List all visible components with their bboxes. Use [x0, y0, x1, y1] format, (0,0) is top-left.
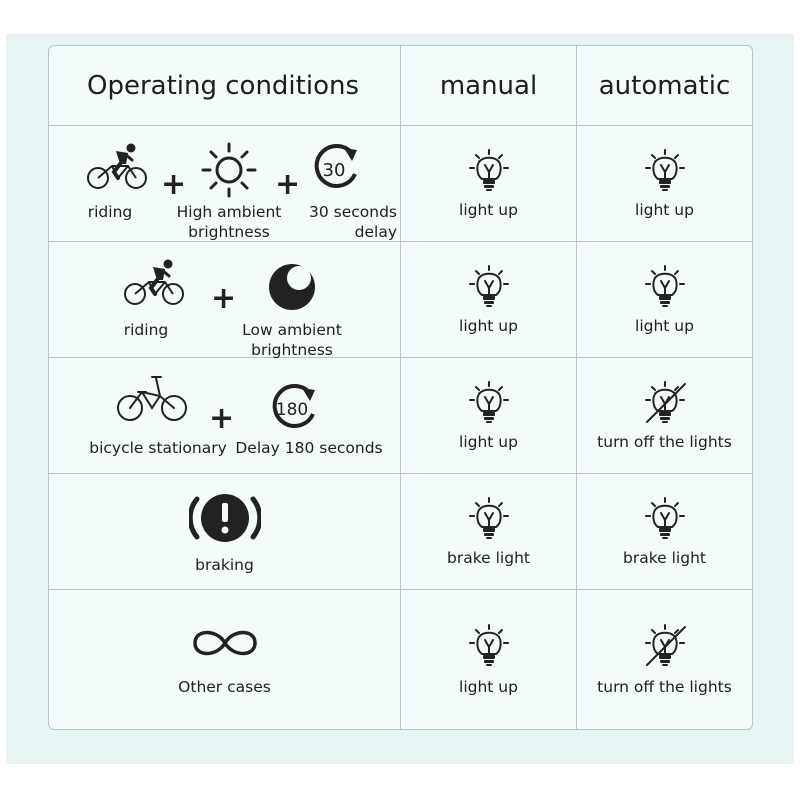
light-bulb-icon	[468, 380, 509, 424]
light-bulb-icon	[468, 623, 509, 667]
sun-icon	[201, 142, 257, 198]
row-4-automatic: brake light	[577, 474, 752, 590]
row-4-label-braking: braking	[195, 555, 254, 574]
row-5-manual-label: light up	[459, 677, 518, 696]
cyclist-icon	[86, 142, 148, 190]
brake-warning-icon	[188, 493, 261, 542]
light-bulb-off-icon	[643, 380, 687, 424]
header-conditions: Operating conditions	[49, 46, 401, 126]
moon-icon	[269, 264, 315, 310]
header-conditions-label: Operating conditions	[87, 70, 360, 101]
light-bulb-icon	[644, 496, 685, 540]
row-4-manual: brake light	[401, 474, 577, 590]
row-5-conditions: Other cases	[49, 590, 401, 729]
header-manual-label: manual	[439, 70, 538, 101]
row-4-manual-label: brake light	[447, 548, 530, 567]
header-automatic-label: automatic	[598, 70, 731, 101]
plus-sign: +	[211, 281, 237, 316]
row-4-conditions: braking	[49, 474, 401, 590]
bicycle-icon	[117, 376, 187, 421]
row-2-manual: light up	[401, 242, 577, 358]
row-1-label-brightness: High ambient brightness	[176, 203, 282, 241]
row-1-automatic-label: light up	[635, 200, 694, 219]
light-bulb-icon	[468, 148, 509, 192]
timer-value: 30	[322, 160, 346, 181]
row-2-label-riding: riding	[123, 321, 169, 339]
row-1-automatic: light up	[577, 126, 752, 242]
row-1-conditions: riding + High ambient brightness + 30 30…	[49, 126, 401, 242]
row-2-automatic: light up	[577, 242, 752, 358]
row-5-manual: light up	[401, 590, 577, 729]
row-2-automatic-label: light up	[635, 316, 694, 335]
plus-sign: +	[275, 167, 301, 202]
row-2-conditions: riding + Low ambient brightness	[49, 242, 401, 359]
row-3-automatic-label: turn off the lights	[597, 432, 732, 451]
row-1-label-delay: 30 seconds delay	[308, 203, 397, 241]
header-automatic: automatic	[577, 46, 752, 126]
plus-sign: +	[209, 401, 235, 436]
light-bulb-icon	[644, 148, 685, 192]
light-bulb-icon	[644, 264, 685, 308]
light-bulb-icon	[468, 264, 509, 308]
row-1-label-riding: riding	[87, 203, 133, 221]
infinity-icon	[192, 630, 257, 655]
cyclist-icon	[123, 258, 185, 306]
light-bulb-off-icon	[643, 623, 687, 667]
row-3-conditions: bicycle stationary + 180 Delay 180 secon…	[49, 358, 401, 474]
row-1-manual: light up	[401, 126, 577, 242]
row-3-automatic: turn off the lights	[577, 358, 752, 474]
row-2-label-brightness: Low ambient brightness	[242, 321, 342, 359]
row-2-manual-label: light up	[459, 316, 518, 335]
row-5-automatic: turn off the lights	[577, 590, 752, 729]
light-bulb-icon	[468, 496, 509, 540]
row-1-manual-label: light up	[459, 200, 518, 219]
row-3-label-delay: Delay 180 seconds	[235, 439, 383, 457]
row-5-label-other: Other cases	[178, 677, 271, 696]
row-3-manual: light up	[401, 358, 577, 474]
header-manual: manual	[401, 46, 577, 126]
row-3-label-stationary: bicycle stationary	[89, 439, 227, 457]
row-3-manual-label: light up	[459, 432, 518, 451]
row-4-automatic-label: brake light	[623, 548, 706, 567]
operating-modes-table: Operating conditions manual automatic ri…	[48, 45, 753, 730]
plus-sign: +	[161, 167, 187, 202]
timer-value: 180	[275, 400, 309, 420]
row-5-automatic-label: turn off the lights	[597, 677, 732, 696]
